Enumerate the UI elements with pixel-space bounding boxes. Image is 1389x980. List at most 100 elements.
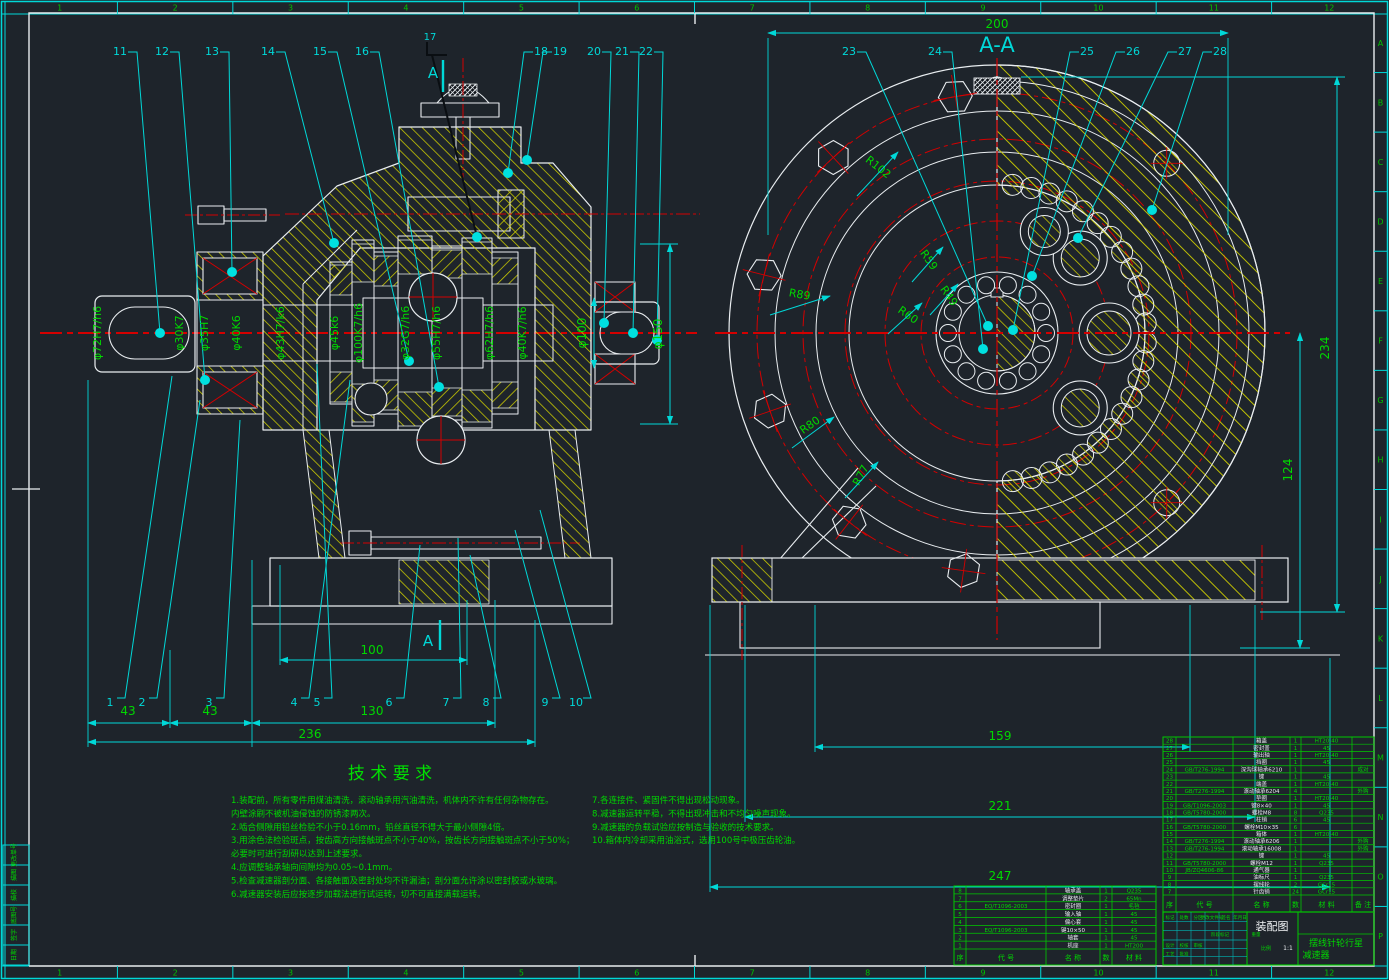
title-small-label: 标记 <box>1166 914 1175 921</box>
part-name: 通气器 <box>1253 866 1270 874</box>
part-name: 柱销 <box>1256 816 1268 824</box>
ruler-col-label: 1 <box>57 969 62 978</box>
part-material: 45 <box>1323 746 1330 752</box>
part-qty: 1 <box>1294 767 1298 773</box>
cycloid-pin <box>1111 402 1134 425</box>
part-code: GB/T5780-2000 <box>1183 825 1227 831</box>
bearing-ball <box>957 362 976 381</box>
title-sign-label: 审核 <box>1194 942 1203 949</box>
dim-43a-label: 43 <box>120 704 135 718</box>
title-sign-label: 设计 <box>1166 942 1175 949</box>
cycloid-pin <box>1120 386 1143 409</box>
part-no: 4 <box>958 920 962 926</box>
part-no: 17 <box>1166 818 1173 824</box>
leader-5-line <box>316 363 333 699</box>
leader-17-label: 17 <box>424 32 437 43</box>
bolt-centermark <box>941 548 986 593</box>
bearing-ball <box>998 276 1017 295</box>
part-no: 7 <box>1168 890 1172 896</box>
section-marker-bottom: A <box>423 632 434 650</box>
parts-header: 代 号 <box>1196 900 1212 909</box>
parts-header: 名 称 <box>1065 953 1081 962</box>
part-no: 5 <box>958 912 962 918</box>
part-name: 螺栓M12 <box>1250 859 1273 867</box>
ruler-row-label: F <box>1378 337 1383 346</box>
section-marker-top: A <box>428 64 439 82</box>
cycloid-pin <box>1001 173 1024 196</box>
leader-13-label: 13 <box>205 45 219 58</box>
cycloid-pin <box>1099 417 1122 440</box>
cycloid-pin <box>1086 431 1109 454</box>
cycloid-pin <box>1020 466 1043 489</box>
parts-header: 序 <box>957 953 964 962</box>
part-no: 27 <box>1166 746 1173 752</box>
hex-bolt <box>818 139 849 176</box>
leader-28-line <box>1151 51 1212 211</box>
cycloid-pin <box>1001 470 1024 493</box>
revision-strip-label: 描校 <box>10 889 18 901</box>
shaft-dim-label: φ55H7/h6 <box>430 306 443 360</box>
revision-strip-label: 签字 <box>10 929 18 941</box>
bearing-ball <box>1032 345 1051 364</box>
radius-arrow <box>929 283 959 316</box>
ruler-row-label: G <box>1377 396 1383 405</box>
bearing-ball <box>998 371 1017 390</box>
title-small-label: 分区 <box>1194 914 1203 921</box>
tech-req-title: 技 术 要 求 <box>348 764 432 784</box>
part-material: HT20-40 <box>1315 832 1339 838</box>
leader-12-line <box>170 51 206 381</box>
input-shaft-keyway <box>108 306 190 360</box>
title-small-label: 签名 <box>1222 914 1231 921</box>
part-name: 螺栓M10×35 <box>1244 823 1279 831</box>
part-remark: 外购 <box>1357 844 1369 852</box>
ruler-col-label: 9 <box>980 969 985 978</box>
shaft-dim-label: φ35H7 <box>198 315 211 352</box>
part-material: HT20-40 <box>1315 796 1339 802</box>
ruler-col-label: 7 <box>750 969 755 978</box>
ruler-col-label: 5 <box>519 969 524 978</box>
leader-16-line <box>370 51 440 388</box>
ruler-col-label: 10 <box>1093 969 1103 978</box>
ruler-row-label: M <box>1377 754 1384 763</box>
tech-req-item: 2.啮合侧隙用铅丝检验不小于0.16mm，铅丝直径不得大于最小侧隙4倍。 <box>231 822 510 833</box>
part-name: 轴承盖 <box>1065 886 1082 894</box>
part-no: 12 <box>1166 854 1173 860</box>
part-material: Q235 <box>1127 888 1142 894</box>
leader-16-label: 16 <box>355 45 369 58</box>
part-material: HT20-40 <box>1315 753 1339 759</box>
cycloid-pin <box>1099 225 1122 248</box>
dim-247-label: 247 <box>989 869 1012 883</box>
part-name: 输入轴 <box>1065 910 1082 918</box>
tech-req-item: 1.装配前，所有零件用煤油清洗，滚动轴承用汽油清洗，机体内不许有任何杂物存在。 <box>231 795 554 806</box>
ruler-col-label: 4 <box>403 4 408 13</box>
ruler-row-label: D <box>1377 217 1383 226</box>
shaft-dim-label: φ72H7/h6 <box>91 306 104 360</box>
leader-20-line <box>602 51 612 324</box>
parts-header: 代 号 <box>998 953 1014 962</box>
part-material: HT200 <box>1125 944 1143 950</box>
part-name: 摆线轮 <box>1253 880 1270 888</box>
cycloid-pin <box>1132 293 1155 316</box>
leader-5-label: 5 <box>314 696 321 709</box>
leader-4-line <box>301 379 351 699</box>
revision-strip-label: 描图 <box>10 869 18 881</box>
part-code: GB/T5780-2000 <box>1183 861 1227 867</box>
part-material: 毛毡 <box>1128 902 1140 910</box>
part-no: 20 <box>1166 796 1173 802</box>
part-name: 键10×50 <box>1061 926 1086 934</box>
leader-14-dot <box>329 238 339 248</box>
part-qty: 1 <box>1294 832 1298 838</box>
leader-9-line <box>514 529 561 699</box>
leader-20-label: 20 <box>587 45 601 58</box>
radius-arrow <box>911 246 944 283</box>
title-sign-label: 工艺 <box>1166 952 1175 958</box>
part-qty: 1 <box>1294 839 1298 845</box>
leader-13-line <box>220 51 233 273</box>
hex-bolt <box>746 259 782 291</box>
leader-28-label: 28 <box>1213 45 1227 58</box>
leader-6-line <box>396 544 421 699</box>
leader-9-label: 9 <box>542 696 549 709</box>
leader-26-label: 26 <box>1126 45 1140 58</box>
leader-27-dot <box>1073 233 1083 243</box>
part-name: 垫圈 <box>1256 794 1268 802</box>
